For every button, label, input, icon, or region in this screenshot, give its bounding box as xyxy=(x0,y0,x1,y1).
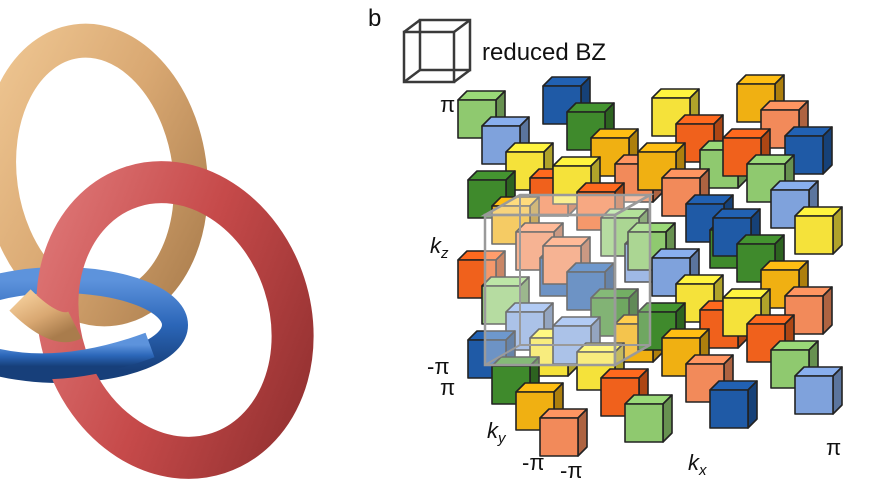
lattice-cube xyxy=(624,394,673,443)
legend-label: reduced BZ xyxy=(482,39,606,66)
tick-ky-min: -π xyxy=(522,450,545,475)
tan-ring-front-segment xyxy=(9,289,82,343)
linked-rings-illustration xyxy=(0,23,314,479)
tick-kz-max: π xyxy=(440,92,455,117)
tick-ky-upper: π xyxy=(440,375,455,400)
lattice-cube xyxy=(709,380,758,429)
blue-ring-front-segment xyxy=(0,332,155,380)
panel-label: b xyxy=(368,5,381,32)
tick-kx-max: π xyxy=(826,435,841,460)
axis-label-kx: kx xyxy=(688,450,707,479)
axis-label-kz: kz xyxy=(430,233,449,262)
lattice-cube xyxy=(794,206,843,255)
tan-ring xyxy=(0,23,208,327)
wireframe-cube-icon xyxy=(402,18,472,84)
tick-kz-min: -π xyxy=(427,354,450,379)
axis-label-ky: ky xyxy=(487,418,507,447)
lattice-cube xyxy=(539,408,588,457)
lattice-cube xyxy=(794,366,843,415)
reduced-bz-box xyxy=(480,192,655,368)
tick-kx-min: -π xyxy=(560,458,583,483)
